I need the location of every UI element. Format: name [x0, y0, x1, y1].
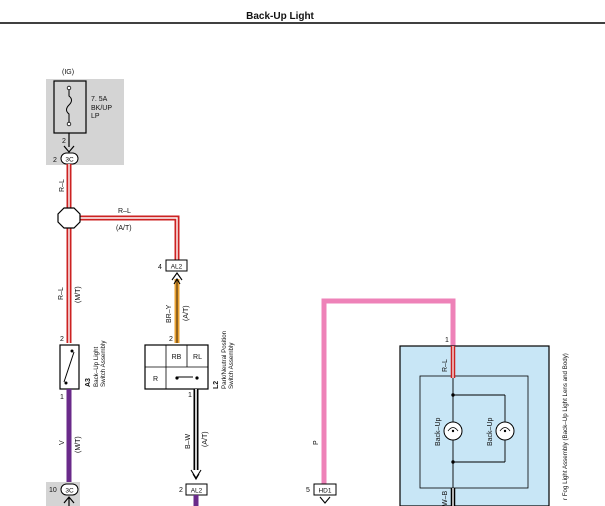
wire-p [321, 298, 456, 484]
switch-l2-name-line2: Switch Assembly [228, 342, 235, 389]
bulb-1-label: Back–Up [435, 417, 442, 446]
switch-l2-name-line1: Park/Neutral Position [221, 330, 228, 389]
fuse-rating: 7. 5A [91, 96, 108, 103]
wire-label-v: V [59, 440, 66, 445]
fuse-arrow [63, 145, 75, 153]
connector-al2-bottom-code: AL2 [191, 487, 203, 494]
switch-l2-contact-r: R [153, 376, 158, 383]
arrow-up-3c-bottom [63, 496, 75, 506]
connector-al2-bottom-pin: 2 [179, 487, 183, 494]
connector-3c-bottom [60, 483, 79, 496]
bulb-1-icon [443, 421, 463, 441]
switch-l2-terminal-b [195, 376, 199, 380]
connector-3c-bottom-pin: 10 [49, 487, 57, 494]
wire-label-at-branch: (A/T) [116, 225, 132, 232]
wire-label-bry: BR–Y [166, 304, 173, 323]
connector-3c-top-pin: 2 [53, 157, 57, 164]
switch-l2-contact-rl: RL [193, 354, 202, 361]
bulb-2-label: Back–Up [487, 417, 494, 446]
connector-3c-top-code: 3C [65, 156, 74, 163]
arrow-down-hd1 [319, 496, 331, 504]
fuse-name-line2: LP [91, 113, 100, 120]
wire-label-mt-2: (M/T) [75, 436, 82, 453]
arrow-down-bw [190, 469, 202, 481]
connector-3c-bottom-code: 3C [65, 487, 74, 494]
switch-l2-pin-top: 2 [169, 336, 173, 343]
wire-label-mt-1: (M/T) [75, 286, 82, 303]
switch-a3-pin-bottom: 1 [60, 394, 64, 401]
switch-a3-terminal-bottom [64, 381, 68, 385]
fuse-terminal-top [66, 85, 72, 91]
fuse-pin: 2 [62, 138, 66, 145]
wire-label-bw: B–W [185, 433, 192, 449]
connector-hd1 [313, 483, 337, 496]
switch-l2-contact-rb: RB [172, 354, 182, 361]
connector-hd1-pin: 5 [306, 487, 310, 494]
lamp-inner-box [419, 375, 529, 489]
wire-label-rl-mt: R–L [58, 287, 65, 300]
wire-label-rl-top: R–L [59, 179, 66, 192]
switch-a3-terminal-top [70, 349, 74, 353]
bulb-2-icon [495, 421, 515, 441]
wire-label-at-3: (A/T) [202, 431, 209, 447]
ig-source-label: (IG) [62, 69, 74, 76]
fuse-icon [66, 88, 72, 124]
switch-l2-terminal-a [175, 376, 179, 380]
fuse-block-shading [46, 79, 124, 165]
wire-label-p: P [313, 440, 320, 445]
switch-a3-contact [63, 351, 75, 383]
lamp-junction-top [451, 393, 455, 397]
connector-hd1-code: HD1 [318, 487, 331, 494]
wire-rl-branch [79, 215, 180, 260]
lamp-junction-bottom [451, 460, 455, 464]
fuse-terminal-bottom [66, 121, 72, 127]
lamp-assembly-pin-top: 1 [445, 337, 449, 344]
switch-a3-code: A3 [85, 378, 92, 387]
lamp-assembly [399, 345, 550, 506]
splice-junction [57, 207, 81, 229]
switch-a3-name-line1: Back–Up Light [93, 346, 100, 387]
wire-label-rl-right: R–L [442, 359, 449, 372]
connector-al2-top [165, 259, 188, 272]
fuse-body [53, 80, 87, 134]
connector-al2-top-code: AL2 [171, 263, 183, 270]
wire-label-rl-branch: R–L [118, 208, 131, 215]
switch-l2-pin-bottom: 1 [188, 392, 192, 399]
fuse-name-line1: BK/UP [91, 105, 112, 112]
arrow-up-bry [171, 272, 183, 285]
wire-label-wb-right: W–B [442, 491, 449, 506]
lamp-assembly-name: r Fog Light Assembly (Back–Up Light Lens… [562, 353, 569, 500]
wire-label-at-2: (A/T) [183, 305, 190, 321]
switch-a3-pin-top: 2 [60, 336, 64, 343]
diagram-title: Back-Up Light [246, 11, 314, 22]
switch-a3-name-line2: Switch Assembly [100, 340, 107, 387]
switch-l2-code: L2 [213, 381, 220, 389]
connector-al2-top-pin: 4 [158, 264, 162, 271]
